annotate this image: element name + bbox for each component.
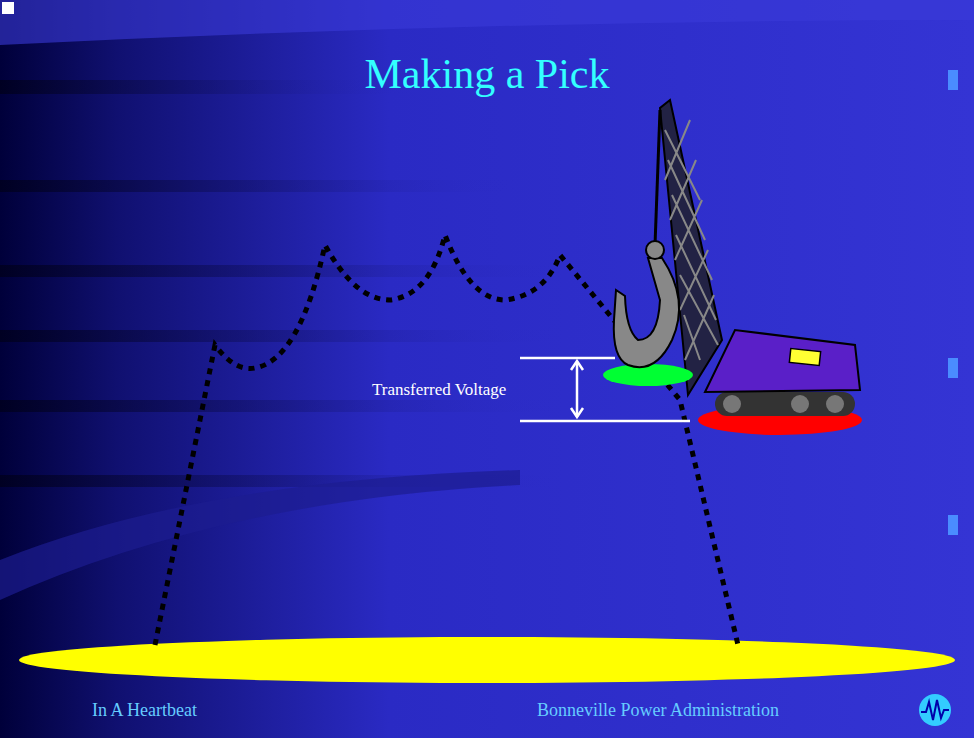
background-bands (0, 0, 974, 600)
crane-track (715, 392, 855, 416)
crane-hook (614, 258, 679, 367)
voltage-dimension (520, 358, 690, 421)
bpa-logo (919, 694, 951, 726)
footer-text: Bonneville Power Administration (537, 700, 779, 721)
crane-boom (660, 100, 722, 395)
hook-footprint (603, 364, 693, 386)
hoist-line (655, 110, 660, 245)
corner-square (2, 2, 14, 14)
crane-body (705, 330, 860, 392)
ground-plane (19, 637, 955, 683)
dimension-label: Transferred Voltage (372, 380, 506, 400)
slide-title: Making a Pick (0, 50, 974, 98)
footer-text: In A Heartbeat (92, 700, 197, 721)
crane (603, 100, 862, 435)
voltage-profile (155, 235, 738, 645)
